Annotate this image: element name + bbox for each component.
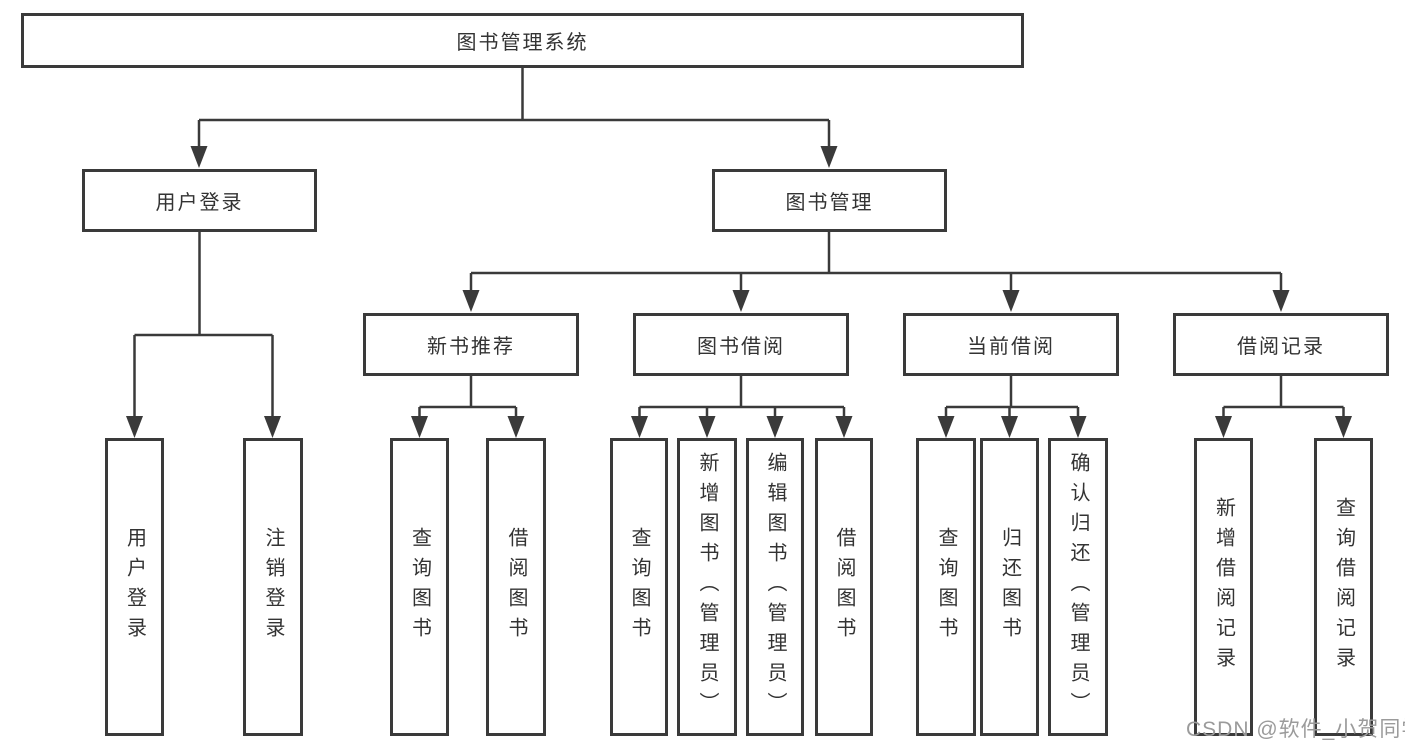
leaf-query-books-current: 查询图书 [916,438,976,736]
node-book-management: 图书管理 [712,169,947,232]
leaf-query-borrow-record: 查询借阅记录 [1314,438,1373,736]
leaf-add-book-admin-label: 新增图书（管理员） [696,452,718,722]
node-new-book-recommend-label: 新书推荐 [427,336,515,358]
node-user-login: 用户登录 [82,169,317,232]
leaf-query-borrow-record-label: 查询借阅记录 [1332,497,1355,677]
csdn-watermark: CSDN @软件_小贺同学 [1186,718,1405,741]
leaf-add-book-admin: 新增图书（管理员） [677,438,737,736]
node-current-borrow: 当前借阅 [903,313,1119,376]
leaf-return-book-label: 归还图书 [998,527,1021,647]
node-current-borrow-label: 当前借阅 [967,336,1055,358]
node-root-system-label: 图书管理系统 [456,32,589,54]
leaf-query-books-recommend: 查询图书 [390,438,449,736]
leaf-confirm-return-admin: 确认归还（管理员） [1048,438,1108,736]
leaf-borrow-books-recommend: 借阅图书 [486,438,546,736]
leaf-user-login: 用户登录 [105,438,164,736]
leaf-confirm-return-admin-label: 确认归还（管理员） [1067,452,1089,722]
leaf-logout-label: 注销登录 [262,527,284,647]
node-user-login-label: 用户登录 [155,192,244,214]
node-book-borrow-label: 图书借阅 [697,336,785,358]
leaf-borrow-book: 借阅图书 [815,438,873,736]
leaf-edit-book-admin-label: 编辑图书（管理员） [764,452,786,722]
leaf-query-books-recommend-label: 查询图书 [408,527,431,647]
leaf-query-books-borrow: 查询图书 [610,438,668,736]
node-borrow-records-label: 借阅记录 [1237,336,1325,358]
leaf-user-login-label: 用户登录 [123,527,146,647]
node-root-system: 图书管理系统 [21,13,1024,68]
leaf-edit-book-admin: 编辑图书（管理员） [746,438,804,736]
leaf-add-borrow-record-label: 新增借阅记录 [1212,497,1235,677]
leaf-add-borrow-record: 新增借阅记录 [1194,438,1253,736]
node-new-book-recommend: 新书推荐 [363,313,579,376]
leaf-borrow-book-label: 借阅图书 [833,527,855,647]
node-book-borrow: 图书借阅 [633,313,849,376]
leaf-query-books-current-label: 查询图书 [935,527,957,647]
leaf-return-book: 归还图书 [980,438,1039,736]
leaf-borrow-books-recommend-label: 借阅图书 [505,527,527,647]
node-book-management-label: 图书管理 [785,192,874,214]
node-borrow-records: 借阅记录 [1173,313,1389,376]
leaf-query-books-borrow-label: 查询图书 [628,527,650,647]
leaf-logout: 注销登录 [243,438,303,736]
